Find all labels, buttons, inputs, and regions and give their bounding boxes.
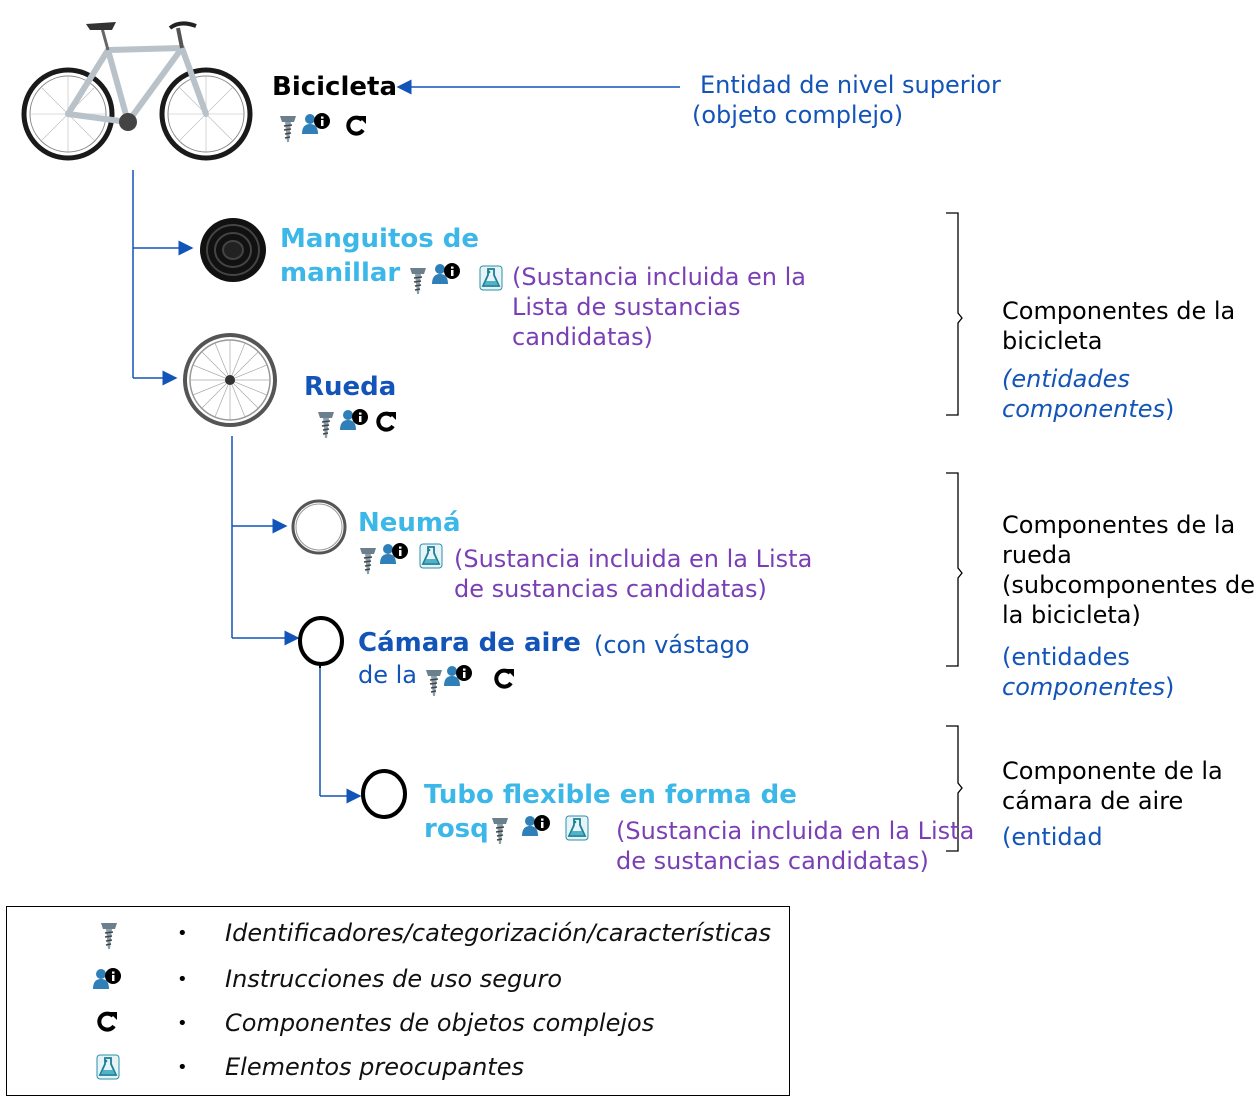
handlebar-title-line1: Manguitos de: [280, 224, 480, 254]
legend-bullet: •: [177, 1057, 188, 1078]
group-bike-line4: componentes: [1002, 395, 1166, 423]
screw-icon: [491, 817, 509, 845]
group-bike-line4-wrap: componentes): [1002, 394, 1174, 425]
flask-icon: [565, 815, 589, 841]
legend-box: • Identificadores/categorización/caracte…: [6, 906, 790, 1096]
user-info-icon: [302, 113, 330, 134]
legend-bullet: •: [177, 1013, 188, 1034]
top-note-line2: (objeto complejo): [692, 101, 904, 129]
legend-bullet: •: [177, 969, 188, 990]
tube-line2: de la: [358, 661, 418, 689]
flex-title-line1: Tubo flexible en forma de: [424, 780, 797, 810]
wheel-title: Rueda: [304, 372, 397, 402]
tube-suffix: (con vástago: [594, 631, 750, 659]
user-info-icon: [432, 263, 460, 284]
legend-item-components: • Componentes de objetos complejos: [7, 1005, 787, 1049]
legend-item-concern: • Elementos preocupantes: [7, 1049, 787, 1093]
group-tube-line2: cámara de aire: [1002, 787, 1184, 815]
legend-label: Componentes de objetos complejos: [225, 1009, 655, 1037]
refresh-icon: [346, 114, 368, 136]
screw-icon: [409, 267, 427, 295]
user-info-icon: [522, 815, 550, 836]
screw-icon: [317, 411, 335, 439]
flex-note-line1: (Sustancia incluida en la Lista: [616, 817, 975, 845]
group-wheel-line3: (subcomponentes de: [1002, 571, 1255, 599]
screw-icon: [100, 922, 118, 950]
tyre-image: [291, 499, 347, 555]
group-wheel-line1: Componentes de la: [1002, 511, 1236, 539]
group-bike-line2: bicicleta: [1002, 327, 1103, 355]
refresh-icon: [494, 667, 516, 689]
top-note-line1: Entidad de nivel superior: [700, 71, 1001, 99]
group-wheel-line5: (entidades: [1002, 643, 1130, 671]
flask-icon: [96, 1054, 120, 1080]
handlebar-note-line1: (Sustancia incluida en la: [512, 263, 807, 291]
handlebar-grip-image: [200, 218, 266, 282]
top-entity-title: Bicicleta: [272, 72, 397, 102]
handlebar-title-line2: manillar: [280, 258, 401, 288]
flask-icon: [479, 265, 503, 291]
legend-label: Identificadores/categorización/caracterí…: [225, 919, 771, 947]
flex-title-line2: rosq: [424, 814, 489, 844]
tyre-note-line2: de sustancias candidatas): [454, 575, 767, 603]
group-bike-line4-close: ): [1165, 395, 1175, 423]
screw-icon: [359, 547, 377, 575]
handlebar-note-line3: candidatas): [512, 323, 653, 351]
user-info-icon: [340, 409, 368, 430]
legend-item-identifiers: • Identificadores/categorización/caracte…: [7, 915, 787, 959]
tyre-note-line1: (Sustancia incluida en la Lista: [454, 545, 813, 573]
tube-title: Cámara de aire: [358, 628, 581, 658]
screw-icon: [425, 669, 443, 697]
legend-label: Instrucciones de uso seguro: [225, 965, 563, 993]
tyre-title: Neumá: [358, 508, 461, 538]
user-info-icon: [380, 543, 408, 564]
refresh-icon: [376, 410, 398, 432]
legend-item-safe-use: • Instrucciones de uso seguro: [7, 961, 787, 1005]
group-wheel-line4: la bicicleta): [1002, 601, 1141, 629]
screw-icon: [279, 115, 297, 143]
flexible-tube-image: [361, 769, 407, 819]
group-tube-line3: (entidad: [1002, 823, 1103, 851]
inner-tube-image: [298, 616, 344, 668]
group-wheel-line2: rueda: [1002, 541, 1072, 569]
group-wheel-line6: componentes: [1002, 673, 1166, 701]
user-info-icon: [93, 968, 121, 989]
group-wheel-line6-close: ): [1165, 673, 1175, 701]
group-bike-line1: Componentes de la: [1002, 297, 1236, 325]
legend-bullet: •: [177, 923, 188, 944]
flex-note-line2: de sustancias candidatas): [616, 847, 929, 875]
group-bike-line3: (entidades: [1002, 365, 1130, 393]
group-tube-line1: Componente de la: [1002, 757, 1223, 785]
refresh-icon: [97, 1010, 119, 1032]
group-wheel-line6-wrap: componentes): [1002, 672, 1174, 703]
handlebar-note-line2: Lista de sustancias: [512, 293, 741, 321]
wheel-image: [183, 333, 277, 427]
user-info-icon: [444, 665, 472, 686]
legend-label: Elementos preocupantes: [225, 1053, 524, 1081]
bicycle-image: [21, 21, 253, 161]
flask-icon: [419, 543, 443, 569]
